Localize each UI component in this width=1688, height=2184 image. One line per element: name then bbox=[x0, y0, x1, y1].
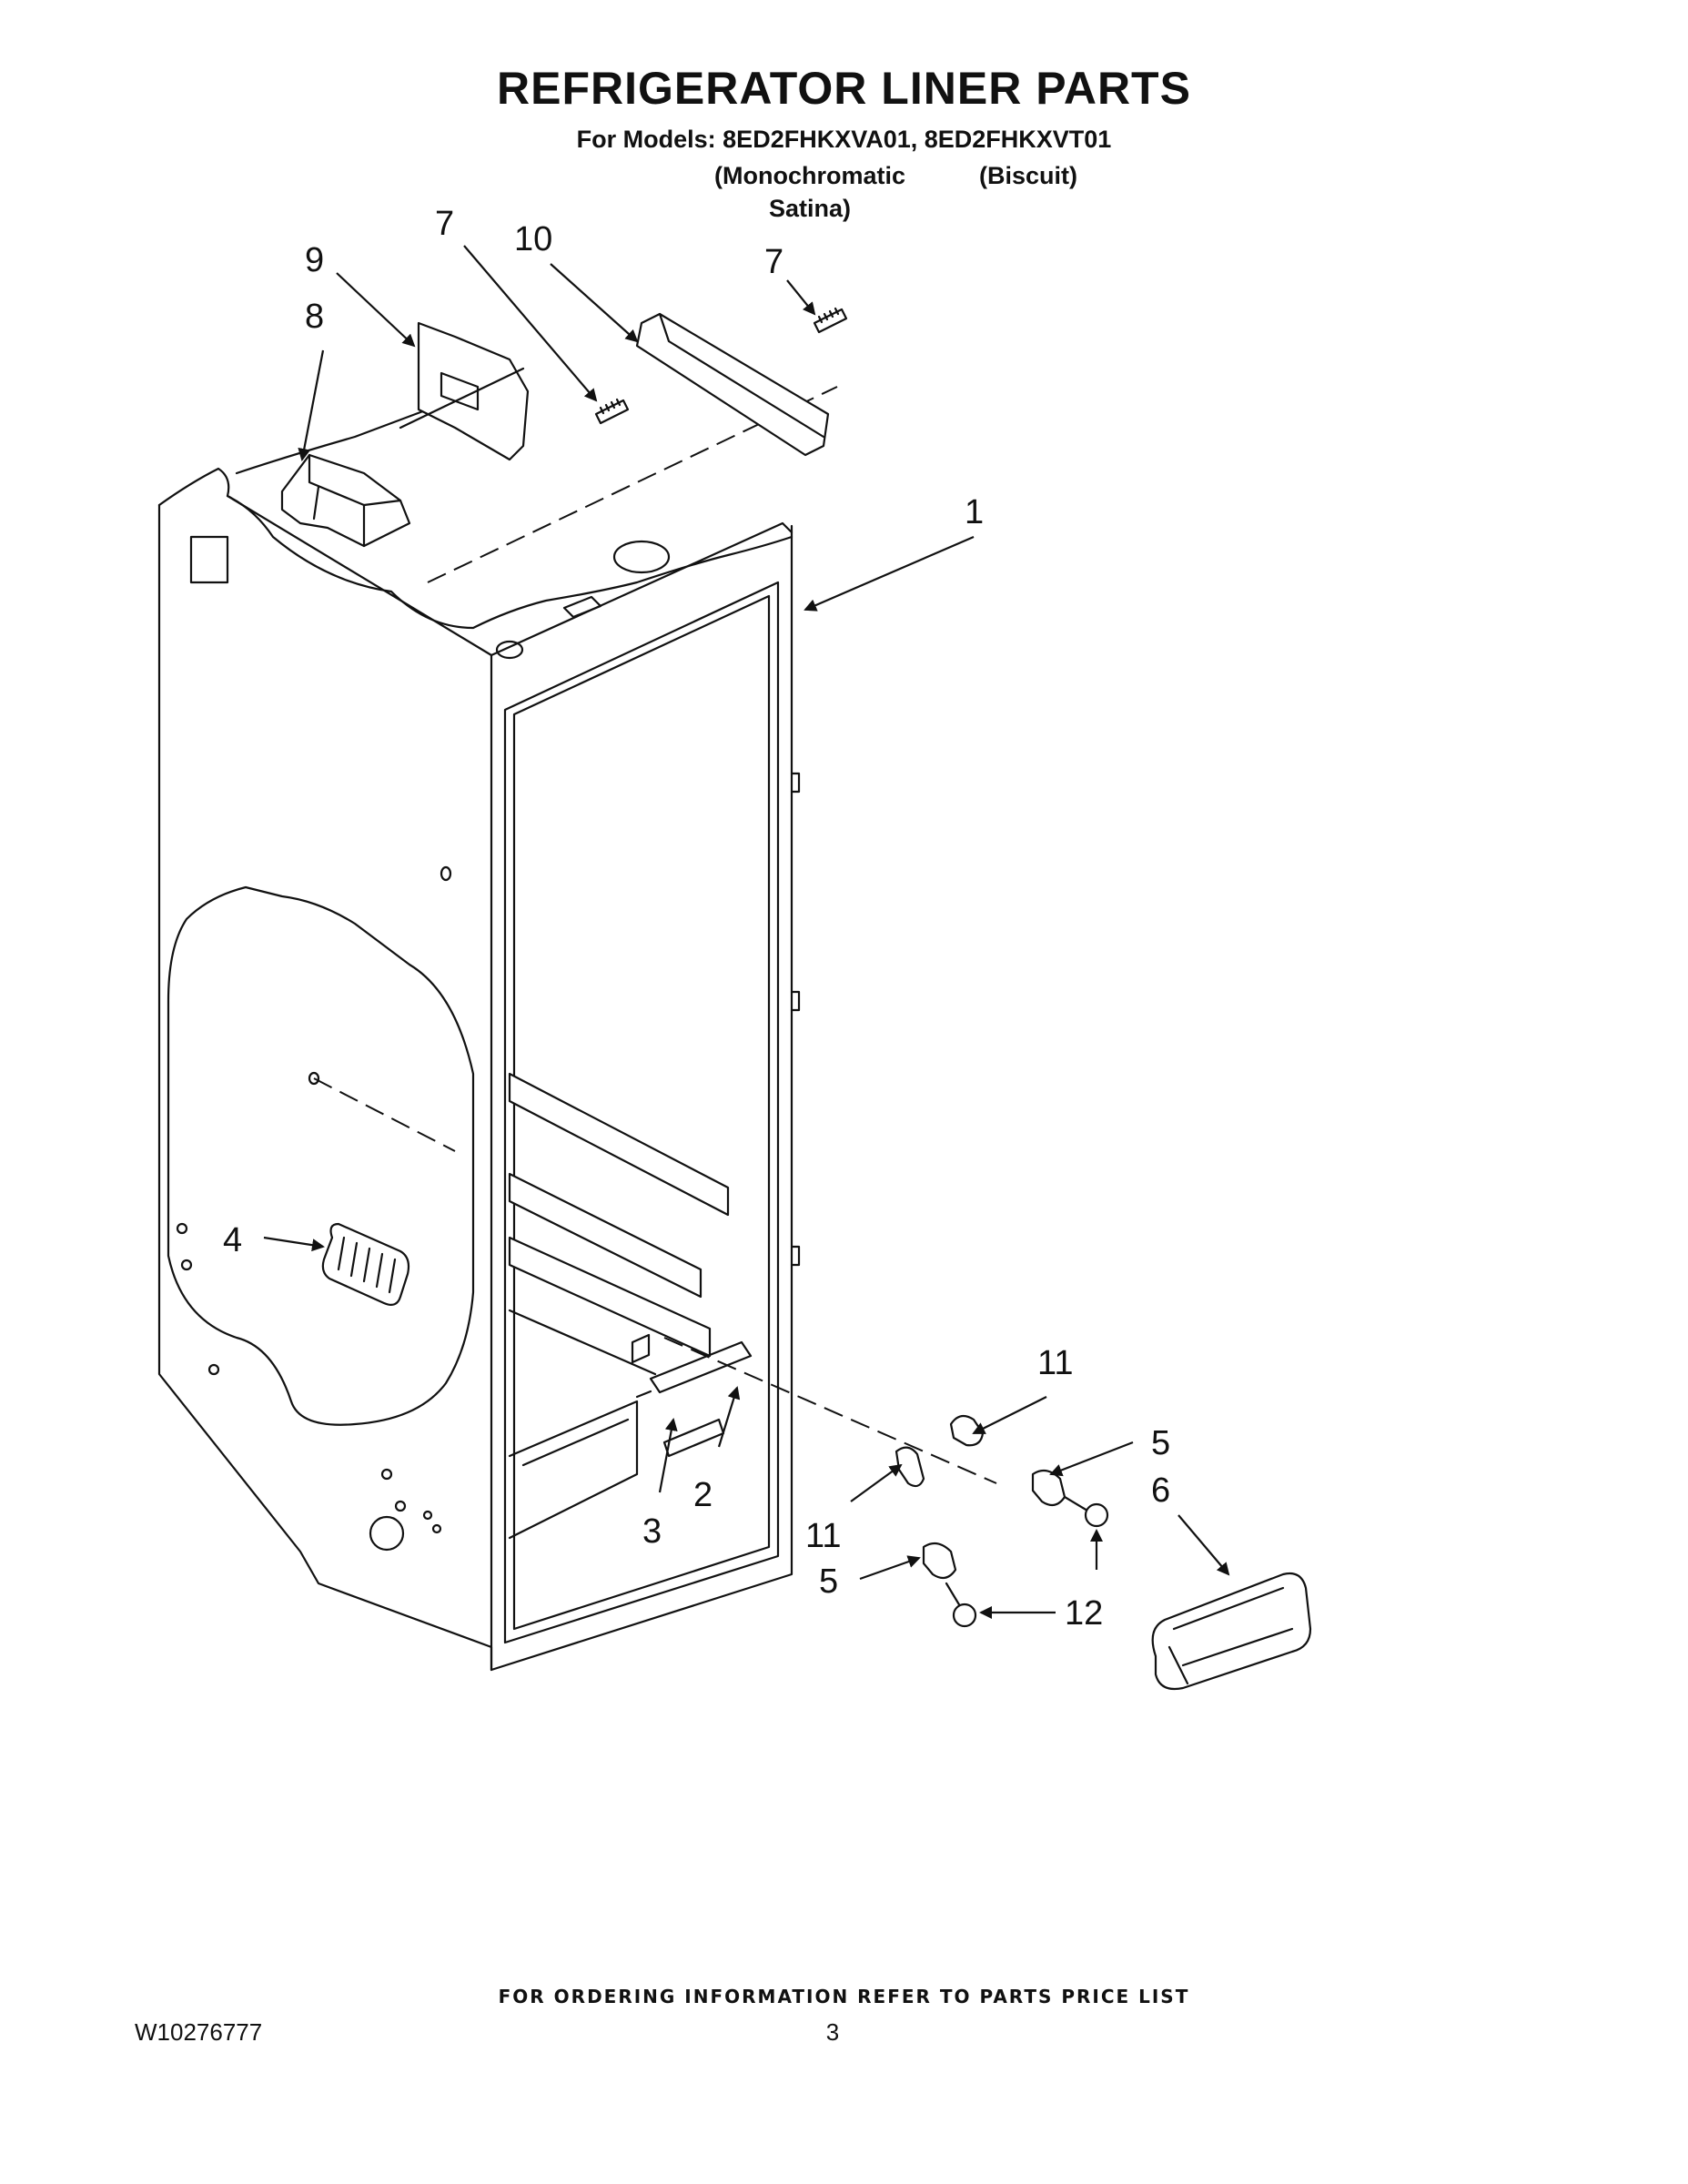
callout-1: 1 bbox=[965, 493, 984, 531]
callout-labels: 1 2 3 4 5 5 6 7 7 8 9 10 11 11 12 bbox=[223, 205, 1170, 1633]
leader-8 bbox=[298, 349, 325, 461]
fastener-part-upper bbox=[1031, 1469, 1066, 1507]
control-housing-part bbox=[280, 453, 411, 548]
callout-11-lower: 11 bbox=[805, 1517, 841, 1555]
callout-4: 4 bbox=[223, 1221, 242, 1259]
screw-part-left bbox=[594, 398, 630, 425]
pushpin-part-upper bbox=[1063, 1495, 1109, 1528]
models-line: For Models: 8ED2FHKXVA01, 8ED2FHKXVT01 bbox=[576, 126, 1112, 153]
page-number: 3 bbox=[825, 2018, 840, 2046]
leader-6 bbox=[1178, 1514, 1230, 1576]
leader-4 bbox=[263, 1236, 325, 1252]
callout-3: 3 bbox=[642, 1512, 662, 1551]
variant-monochromatic-line1: (Monochromatic bbox=[713, 162, 905, 189]
fastener-part-lower bbox=[922, 1542, 957, 1580]
leader-10 bbox=[550, 263, 639, 343]
variant-biscuit: (Biscuit) bbox=[979, 162, 1077, 189]
callout-12: 12 bbox=[1065, 1594, 1103, 1633]
clip-part-lower bbox=[895, 1446, 925, 1488]
callout-10: 10 bbox=[514, 220, 552, 258]
callout-7-left: 7 bbox=[435, 205, 454, 243]
leader-11-upper bbox=[972, 1396, 1047, 1434]
leader-11-lower bbox=[850, 1463, 903, 1502]
leader-2 bbox=[717, 1386, 741, 1448]
callout-2: 2 bbox=[693, 1476, 713, 1514]
callout-7-right: 7 bbox=[764, 243, 783, 281]
leader-9 bbox=[336, 272, 416, 348]
leader-5-upper bbox=[1049, 1441, 1134, 1477]
callout-5-upper: 5 bbox=[1151, 1424, 1170, 1462]
leader-3 bbox=[658, 1418, 678, 1493]
callout-11-upper: 11 bbox=[1037, 1344, 1073, 1382]
callout-9: 9 bbox=[305, 241, 324, 279]
pushpin-part-lower bbox=[945, 1582, 977, 1628]
light-cover-part bbox=[1151, 1572, 1312, 1691]
callout-5-lower: 5 bbox=[819, 1562, 838, 1601]
ordering-note: FOR ORDERING INFORMATION REFER TO PARTS … bbox=[498, 1986, 1190, 2007]
leader-7-left bbox=[463, 245, 598, 402]
variant-monochromatic-line2: Satina) bbox=[768, 195, 852, 222]
leader-7-right bbox=[786, 279, 816, 316]
leader-5-lower bbox=[859, 1555, 921, 1581]
bracket-part bbox=[399, 321, 530, 461]
document-number: W10276777 bbox=[135, 2018, 263, 2046]
page-title: REFRIGERATOR LINER PARTS bbox=[497, 63, 1191, 114]
screw-part-right bbox=[813, 307, 848, 334]
refrigerator-liner bbox=[157, 386, 997, 1672]
callout-leaders bbox=[263, 245, 1230, 1619]
leader-1 bbox=[804, 535, 975, 612]
vent-grille-part bbox=[321, 1222, 410, 1306]
callout-6: 6 bbox=[1151, 1471, 1170, 1510]
rail-part bbox=[635, 312, 830, 457]
callout-8: 8 bbox=[305, 298, 324, 336]
